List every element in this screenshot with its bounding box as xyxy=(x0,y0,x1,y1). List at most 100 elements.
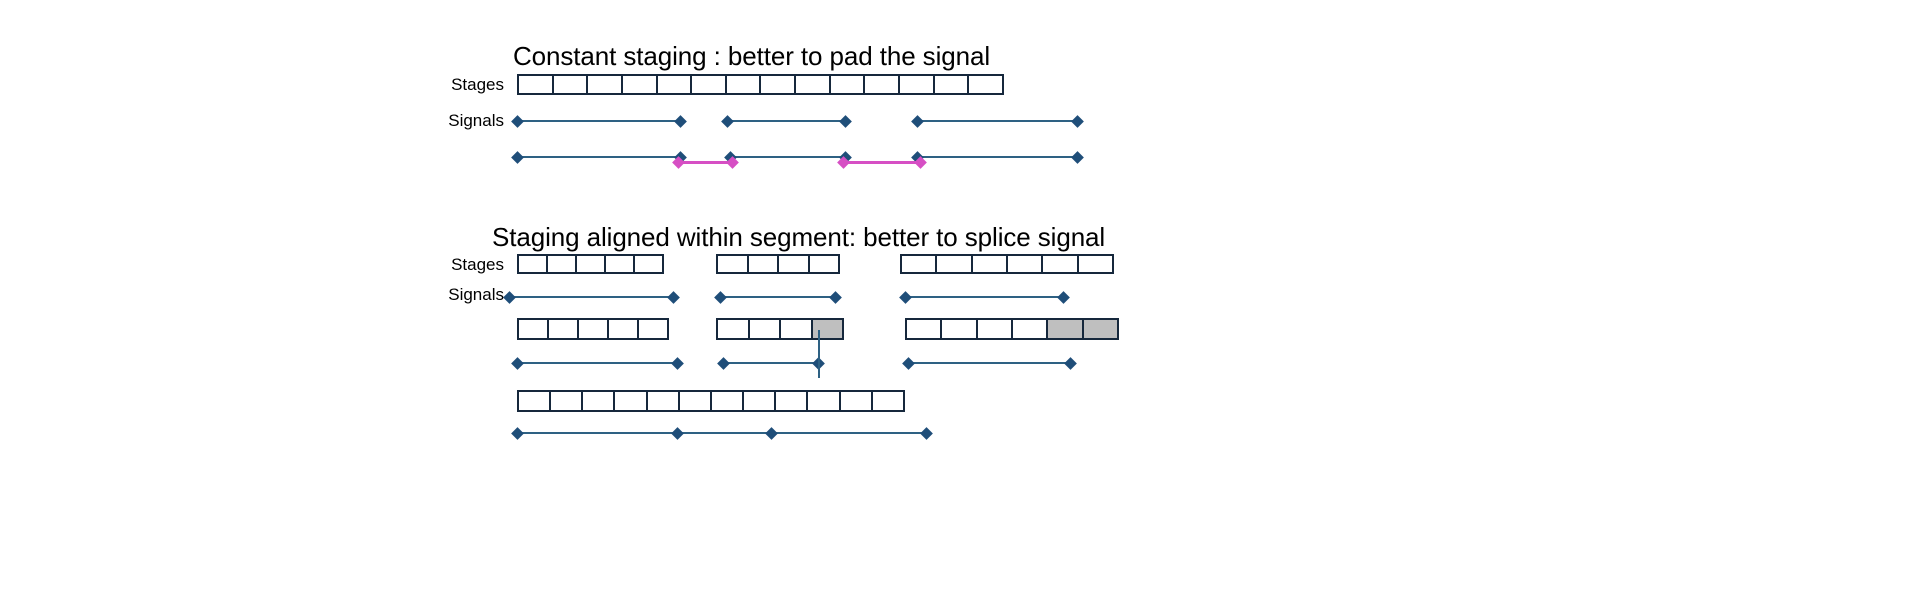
stage-cell[interactable] xyxy=(607,318,639,340)
stage-cell[interactable] xyxy=(546,254,577,274)
stage-cell[interactable] xyxy=(898,74,935,95)
stage-cell[interactable] xyxy=(940,318,978,340)
stage-cell[interactable] xyxy=(838,390,873,412)
signal-endpoint-marker xyxy=(502,290,516,304)
signal-endpoint-marker xyxy=(720,114,734,128)
stage-cell[interactable] xyxy=(517,390,552,412)
signal-segment[interactable] xyxy=(517,362,677,364)
signal-segment[interactable] xyxy=(517,120,680,122)
signal-endpoint-marker xyxy=(673,114,687,128)
signal-endpoint-marker xyxy=(510,114,524,128)
stage-cell[interactable] xyxy=(690,74,727,95)
stage-cell[interactable] xyxy=(746,254,779,274)
splice-vertical-marker xyxy=(818,330,820,378)
signal-endpoint-marker xyxy=(764,426,778,440)
spliced-stage-bar-2 xyxy=(716,318,850,340)
stage-cell[interactable] xyxy=(777,254,810,274)
stage-cell[interactable] xyxy=(677,390,712,412)
stage-cell[interactable] xyxy=(1010,318,1049,340)
signal-segment[interactable] xyxy=(905,296,1063,298)
pad-segment[interactable] xyxy=(843,161,920,164)
pad-segment[interactable] xyxy=(678,161,732,164)
stage-cell[interactable] xyxy=(759,74,797,95)
stage-cell[interactable] xyxy=(551,74,589,95)
stage-cell[interactable] xyxy=(709,390,745,412)
stage-cell[interactable] xyxy=(774,390,809,412)
stage-cell[interactable] xyxy=(547,318,579,340)
stage-cell[interactable] xyxy=(604,254,635,274)
stage-cell[interactable] xyxy=(935,254,973,274)
signal-endpoint-marker xyxy=(1056,290,1070,304)
spliced-stage-bar-3 xyxy=(905,318,1129,340)
signal-segment[interactable] xyxy=(727,120,845,122)
row-label-stages: Stages xyxy=(451,75,504,94)
signal-endpoint-marker xyxy=(1070,114,1084,128)
stage-cell[interactable] xyxy=(645,390,680,412)
row-label-signals: Signals xyxy=(448,285,504,304)
signal-endpoint-marker xyxy=(510,426,524,440)
signal-segment[interactable] xyxy=(917,156,1077,158)
stage-cell[interactable] xyxy=(932,74,970,95)
stage-cell[interactable] xyxy=(828,74,866,95)
stage-cell[interactable] xyxy=(967,74,1004,95)
stage-cell[interactable] xyxy=(517,318,549,340)
stage-cell[interactable] xyxy=(577,318,609,340)
stage-cell[interactable] xyxy=(742,390,777,412)
signal-endpoint-marker xyxy=(716,356,730,370)
stage-cell[interactable] xyxy=(905,318,943,340)
final-stage-bar xyxy=(517,390,927,412)
aligned-stage-bar-1 xyxy=(517,254,672,274)
signal-endpoint-marker xyxy=(1063,356,1077,370)
signal-endpoint-marker xyxy=(901,356,915,370)
aligned-stage-bar-3 xyxy=(900,254,1124,274)
signal-segment[interactable] xyxy=(917,120,1077,122)
stage-cell[interactable] xyxy=(549,390,584,412)
signal-segment[interactable] xyxy=(723,362,818,364)
stage-cell[interactable] xyxy=(620,74,658,95)
stage-cell[interactable] xyxy=(586,74,623,95)
signal-segment[interactable] xyxy=(677,432,771,434)
stage-cell[interactable] xyxy=(810,318,844,340)
stage-cell[interactable] xyxy=(613,390,648,412)
stage-cell[interactable] xyxy=(863,74,901,95)
stage-cell[interactable] xyxy=(581,390,616,412)
stage-cell[interactable] xyxy=(1046,318,1084,340)
stage-cell[interactable] xyxy=(806,390,841,412)
constant-staging-title: Constant staging : better to pad the sig… xyxy=(513,41,991,71)
stage-cell[interactable] xyxy=(1076,254,1114,274)
aligned-stage-bar-2 xyxy=(716,254,846,274)
stage-cell[interactable] xyxy=(794,74,831,95)
stage-cell[interactable] xyxy=(870,390,905,412)
stage-cell[interactable] xyxy=(637,318,669,340)
signal-endpoint-marker xyxy=(919,426,933,440)
signal-segment[interactable] xyxy=(517,156,680,158)
stage-cell[interactable] xyxy=(724,74,762,95)
signal-segment[interactable] xyxy=(509,296,673,298)
stage-cell[interactable] xyxy=(716,254,749,274)
stage-cell[interactable] xyxy=(1081,318,1119,340)
stage-cell[interactable] xyxy=(633,254,664,274)
stage-cell[interactable] xyxy=(655,74,693,95)
signal-segment[interactable] xyxy=(517,432,677,434)
signal-segment[interactable] xyxy=(771,432,926,434)
stage-cell[interactable] xyxy=(779,318,813,340)
stage-cell[interactable] xyxy=(517,74,554,95)
stage-cell[interactable] xyxy=(716,318,750,340)
stage-cell[interactable] xyxy=(975,318,1013,340)
stage-cell[interactable] xyxy=(1005,254,1044,274)
row-label-signals: Signals xyxy=(448,111,504,130)
stage-cell[interactable] xyxy=(747,318,781,340)
stage-cell[interactable] xyxy=(575,254,606,274)
signal-segment[interactable] xyxy=(908,362,1070,364)
signal-segment[interactable] xyxy=(720,296,835,298)
signal-endpoint-marker xyxy=(910,114,924,128)
stage-cell[interactable] xyxy=(970,254,1008,274)
stage-cell[interactable] xyxy=(1041,254,1079,274)
stage-cell[interactable] xyxy=(807,254,840,274)
stage-cell[interactable] xyxy=(517,254,548,274)
signal-endpoint-marker xyxy=(510,356,524,370)
signal-segment[interactable] xyxy=(730,156,845,158)
signal-endpoint-marker xyxy=(828,290,842,304)
stage-cell[interactable] xyxy=(900,254,938,274)
constant-stage-bar xyxy=(517,74,1030,95)
